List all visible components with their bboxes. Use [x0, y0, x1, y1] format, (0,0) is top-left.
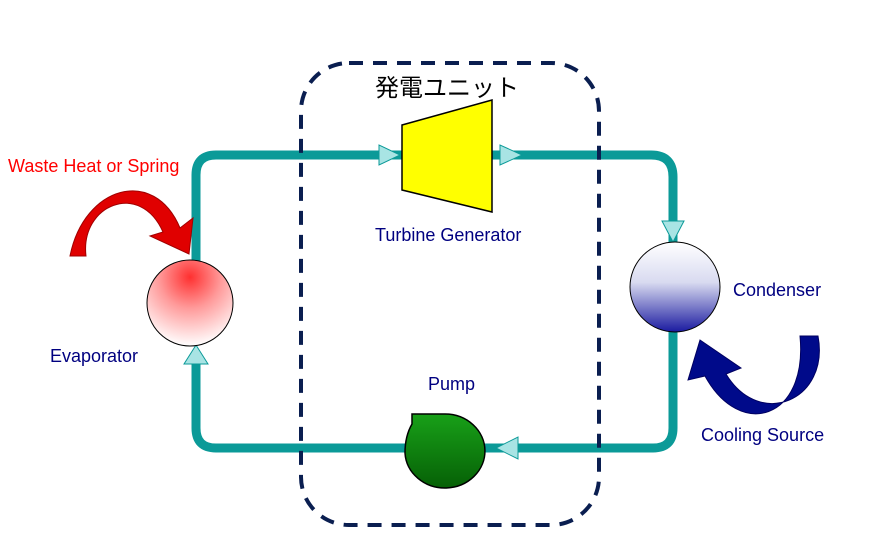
power-unit-title: 発電ユニット	[375, 74, 519, 102]
cooling-source-label: Cooling Source	[701, 425, 824, 445]
flow-arrow-icon	[378, 144, 402, 166]
cooling-source-arrow-icon	[687, 335, 820, 415]
turbine-generator-label: Turbine Generator	[375, 225, 521, 245]
flow-arrow-icon	[499, 144, 524, 166]
heat-input-arrow-icon	[69, 190, 194, 257]
flow-arrow-icon	[494, 436, 519, 460]
condenser-label: Condenser	[733, 280, 821, 300]
flow-arrow-icon	[183, 344, 209, 365]
condenser-icon	[629, 241, 721, 333]
power-unit-border	[299, 61, 601, 527]
heat-source-label: Waste Heat or Spring	[8, 156, 179, 176]
evaporator-icon	[146, 259, 234, 347]
pipe-loop	[191, 150, 678, 453]
evaporator-label: Evaporator	[50, 346, 138, 366]
turbine-generator-icon	[401, 99, 493, 213]
flow-arrow-icon	[661, 220, 685, 244]
pump-icon	[404, 413, 486, 489]
pump-label: Pump	[428, 374, 475, 394]
